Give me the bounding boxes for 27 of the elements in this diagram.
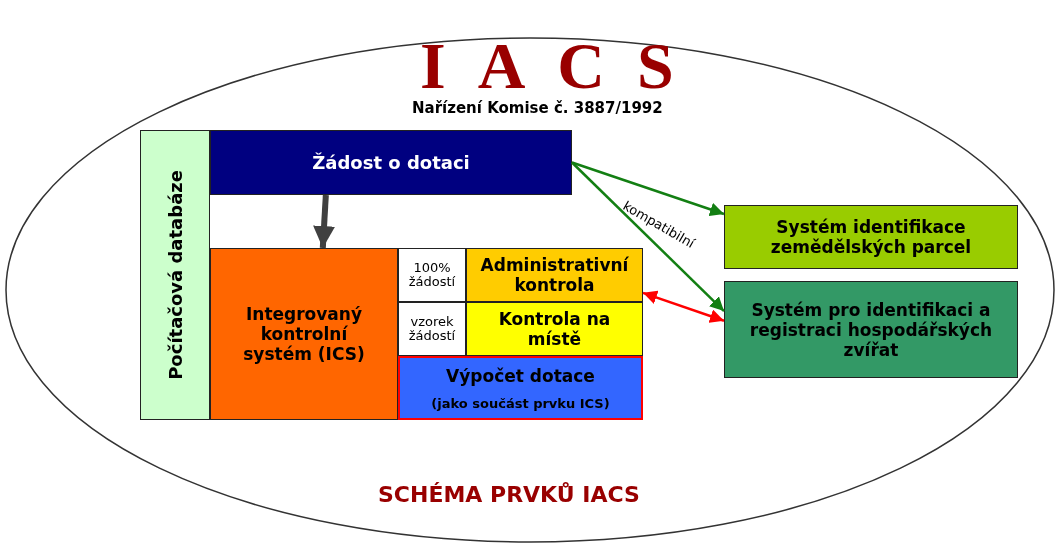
box-label: Výpočet dotace: [446, 365, 595, 386]
process-box: [210, 130, 572, 195]
process-box: [398, 302, 466, 356]
process-box: [398, 356, 643, 420]
box-label: Systém identifikace zemědělských parcel: [769, 217, 973, 257]
database-bar: [140, 130, 210, 420]
process-box: [724, 205, 1018, 269]
box-label: Systém pro identifikaci a registraci hospodářských zvířat: [748, 299, 994, 360]
box-label: 100% žádostí: [407, 260, 457, 290]
process-box: [724, 281, 1018, 378]
caption: SCHÉMA PRVKŮ IACS: [378, 482, 640, 507]
process-box: [210, 248, 398, 420]
box-label: vzorek žádostí: [407, 314, 457, 344]
subtitle: Nařízení Komise č. 3887/1992: [412, 99, 663, 117]
box-label: Žádost o dotaci: [312, 152, 470, 173]
arrow: [642, 290, 725, 323]
arrow: [313, 194, 336, 249]
box-label: Integrovaný kontrolní systém (ICS): [242, 304, 366, 364]
process-box: [398, 248, 466, 302]
box-label: Kontrola na místě: [497, 309, 612, 349]
arrow: [571, 161, 725, 312]
box-label: Počítačová databáze: [164, 170, 186, 380]
process-box: [466, 248, 643, 302]
arrow: [571, 161, 725, 217]
process-box: [466, 302, 643, 356]
box-label: (jako součást prvku ICS): [431, 395, 610, 411]
box-label: Administrativní kontrola: [479, 255, 630, 295]
